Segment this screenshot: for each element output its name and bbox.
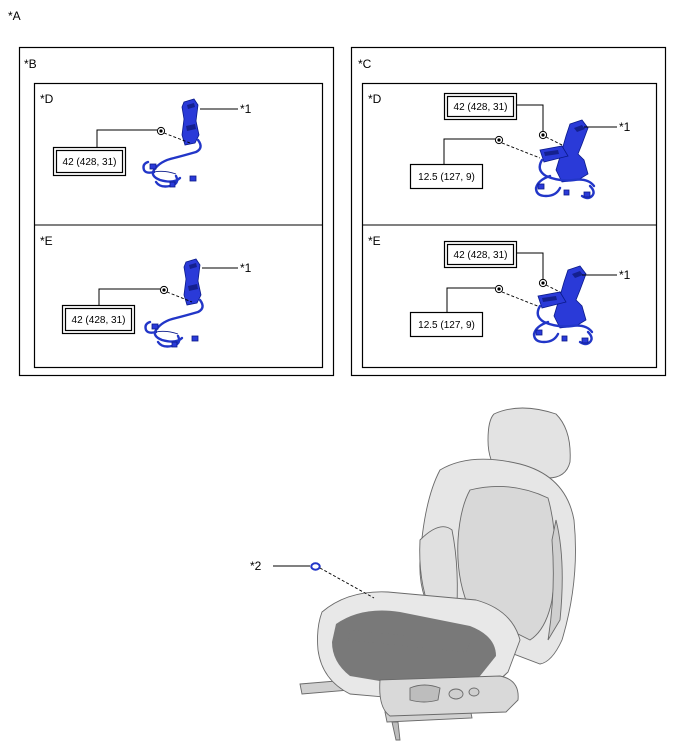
leader-torque-main [516, 104, 544, 131]
leader-dashed [319, 567, 375, 599]
figure-label: *A [8, 9, 21, 23]
bolt-icon [156, 126, 166, 136]
leader-torque-secondary [443, 138, 495, 164]
panel-b-e-torque: 42 (428, 31) [72, 315, 126, 326]
panel-c-d-label: *D [368, 92, 382, 106]
panel-b-d-label: *D [40, 92, 54, 106]
seat-belt-assembly [144, 257, 204, 349]
seat-illustration [299, 407, 576, 741]
panel-b-frame [18, 46, 335, 377]
bolt-icon [159, 285, 169, 295]
panel-c-d-part-label: *1 [619, 120, 631, 134]
leader-dashed [501, 291, 541, 308]
leader-dashed [166, 291, 193, 303]
panel-b-e-part-label: *1 [240, 261, 252, 275]
leader-torque [96, 129, 157, 147]
torque-box-outer [52, 146, 127, 177]
torque-box-outer [61, 304, 136, 335]
panel-c-e-torque-main: 42 (428, 31) [454, 250, 508, 261]
panel-c-d-torque-secondary: 12.5 (127, 9) [418, 172, 475, 183]
torque-box-inner [55, 149, 124, 174]
leader-torque-main [516, 252, 544, 279]
torque-box-secondary [409, 163, 484, 190]
clip-icon [310, 562, 321, 571]
torque-box-secondary [409, 311, 484, 338]
bolt-icon [538, 130, 548, 140]
panel-c-frame [350, 46, 667, 377]
torque-box-inner [64, 307, 133, 332]
bolt-icon [538, 278, 548, 288]
torque-box-inner [446, 243, 515, 266]
leader-dashed [501, 142, 541, 159]
panel-c-e-label: *E [368, 234, 381, 248]
panel-c-d-torque-main: 42 (428, 31) [454, 102, 508, 113]
panel-b-d-part-label: *1 [240, 102, 252, 116]
torque-box-inner [446, 95, 515, 118]
seat-belt-assembly [142, 97, 202, 189]
panel-c-e-torque-secondary: 12.5 (127, 9) [418, 320, 475, 331]
seat-part-label: *2 [250, 559, 262, 573]
leader-torque-secondary [446, 287, 495, 312]
panel-c-e-part-label: *1 [619, 268, 631, 282]
bolt-icon [494, 135, 504, 145]
panel-b-d-torque: 42 (428, 31) [63, 157, 117, 168]
leader-torque [98, 288, 160, 305]
bolt-icon [494, 284, 504, 294]
panel-b-e-label: *E [40, 234, 53, 248]
torque-box-outer [443, 92, 518, 121]
panel-c-label: *C [358, 57, 372, 71]
torque-box-outer [443, 240, 518, 269]
panel-b-label: *B [24, 57, 37, 71]
